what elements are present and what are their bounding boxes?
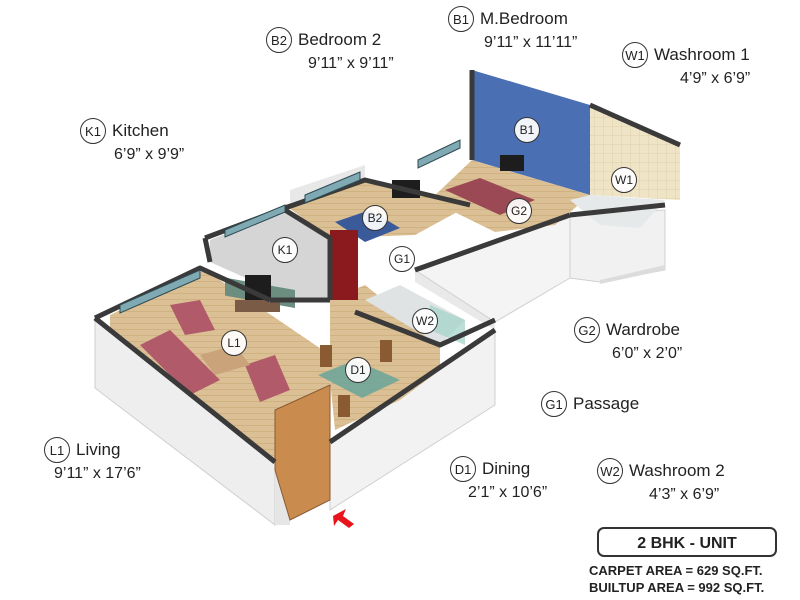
label-dining: D1 Dining 2’1” x 10’6”	[450, 456, 547, 502]
room-name: Living	[76, 440, 121, 459]
entry-arrow-icon	[333, 509, 354, 528]
badge-k1: K1	[80, 118, 106, 144]
badge-g2: G2	[574, 317, 600, 343]
master-bedroom-tv	[500, 155, 524, 171]
room-dims: 4’9” x 6’9”	[680, 70, 751, 87]
label-kitchen: K1 Kitchen 6’9” x 9’9”	[80, 118, 184, 164]
badge-g1: G1	[541, 391, 567, 417]
room-dims: 9’11” x 17’6”	[54, 465, 141, 482]
room-dims: 6’0” x 2’0”	[612, 345, 683, 362]
label-master-bedroom: B1 M.Bedroom 9’11” x 11’11”	[448, 6, 577, 52]
room-dims: 9’11” x 9’11”	[308, 55, 394, 72]
marker-b1: B1	[514, 117, 540, 143]
room-dims: 4’3” x 6’9”	[649, 486, 720, 503]
label-washroom2: W2 Washroom 2 4’3” x 6’9”	[597, 458, 725, 504]
kitchen-floor	[210, 210, 330, 300]
marker-b2: B2	[362, 205, 388, 231]
badge-l1: L1	[44, 437, 70, 463]
badge-b1: B1	[448, 6, 474, 32]
badge-d1: D1	[450, 456, 476, 482]
room-dims: 6’9” x 9’9”	[114, 146, 185, 163]
label-passage: G1 Passage	[541, 391, 639, 417]
room-dims: 2’1” x 10’6”	[468, 484, 548, 501]
outer-walls	[94, 209, 666, 527]
carpet-area: CARPET AREA = 629 SQ.FT.	[589, 563, 763, 578]
room-name: Washroom 1	[654, 45, 750, 64]
room-name: Dining	[482, 459, 531, 478]
marker-l1: L1	[221, 330, 247, 356]
badge-b2: B2	[266, 27, 292, 53]
label-washroom1: W1 Washroom 1 4’9” x 6’9”	[622, 42, 750, 88]
badge-w1: W1	[622, 42, 648, 68]
badge-w2: W2	[597, 458, 623, 484]
room-name: Passage	[573, 394, 640, 413]
room-dims: 9’11” x 11’11”	[484, 34, 578, 51]
marker-w1: W1	[611, 167, 637, 193]
room-name: Washroom 2	[629, 461, 725, 480]
windows	[119, 139, 461, 314]
label-bedroom2: B2 Bedroom 2 9’11” x 9’11”	[266, 27, 394, 73]
label-living: L1 Living 9’11” x 17’6”	[44, 437, 141, 483]
room-name: Wardrobe	[606, 320, 681, 339]
marker-g1: G1	[389, 246, 415, 272]
room-name: Bedroom 2	[298, 30, 382, 49]
room-name: Kitchen	[112, 121, 169, 140]
room-name: M.Bedroom	[480, 9, 568, 28]
unit-title-box: 2 BHK - UNIT	[597, 527, 777, 557]
fridge	[330, 230, 358, 300]
builtup-area: BUILTUP AREA = 992 SQ.FT.	[589, 580, 765, 595]
marker-g2: G2	[506, 198, 532, 224]
label-wardrobe: G2 Wardrobe 6’0” x 2’0”	[574, 317, 682, 363]
marker-d1: D1	[345, 357, 371, 383]
marker-w2: W2	[412, 308, 438, 334]
marker-k1: K1	[272, 237, 298, 263]
